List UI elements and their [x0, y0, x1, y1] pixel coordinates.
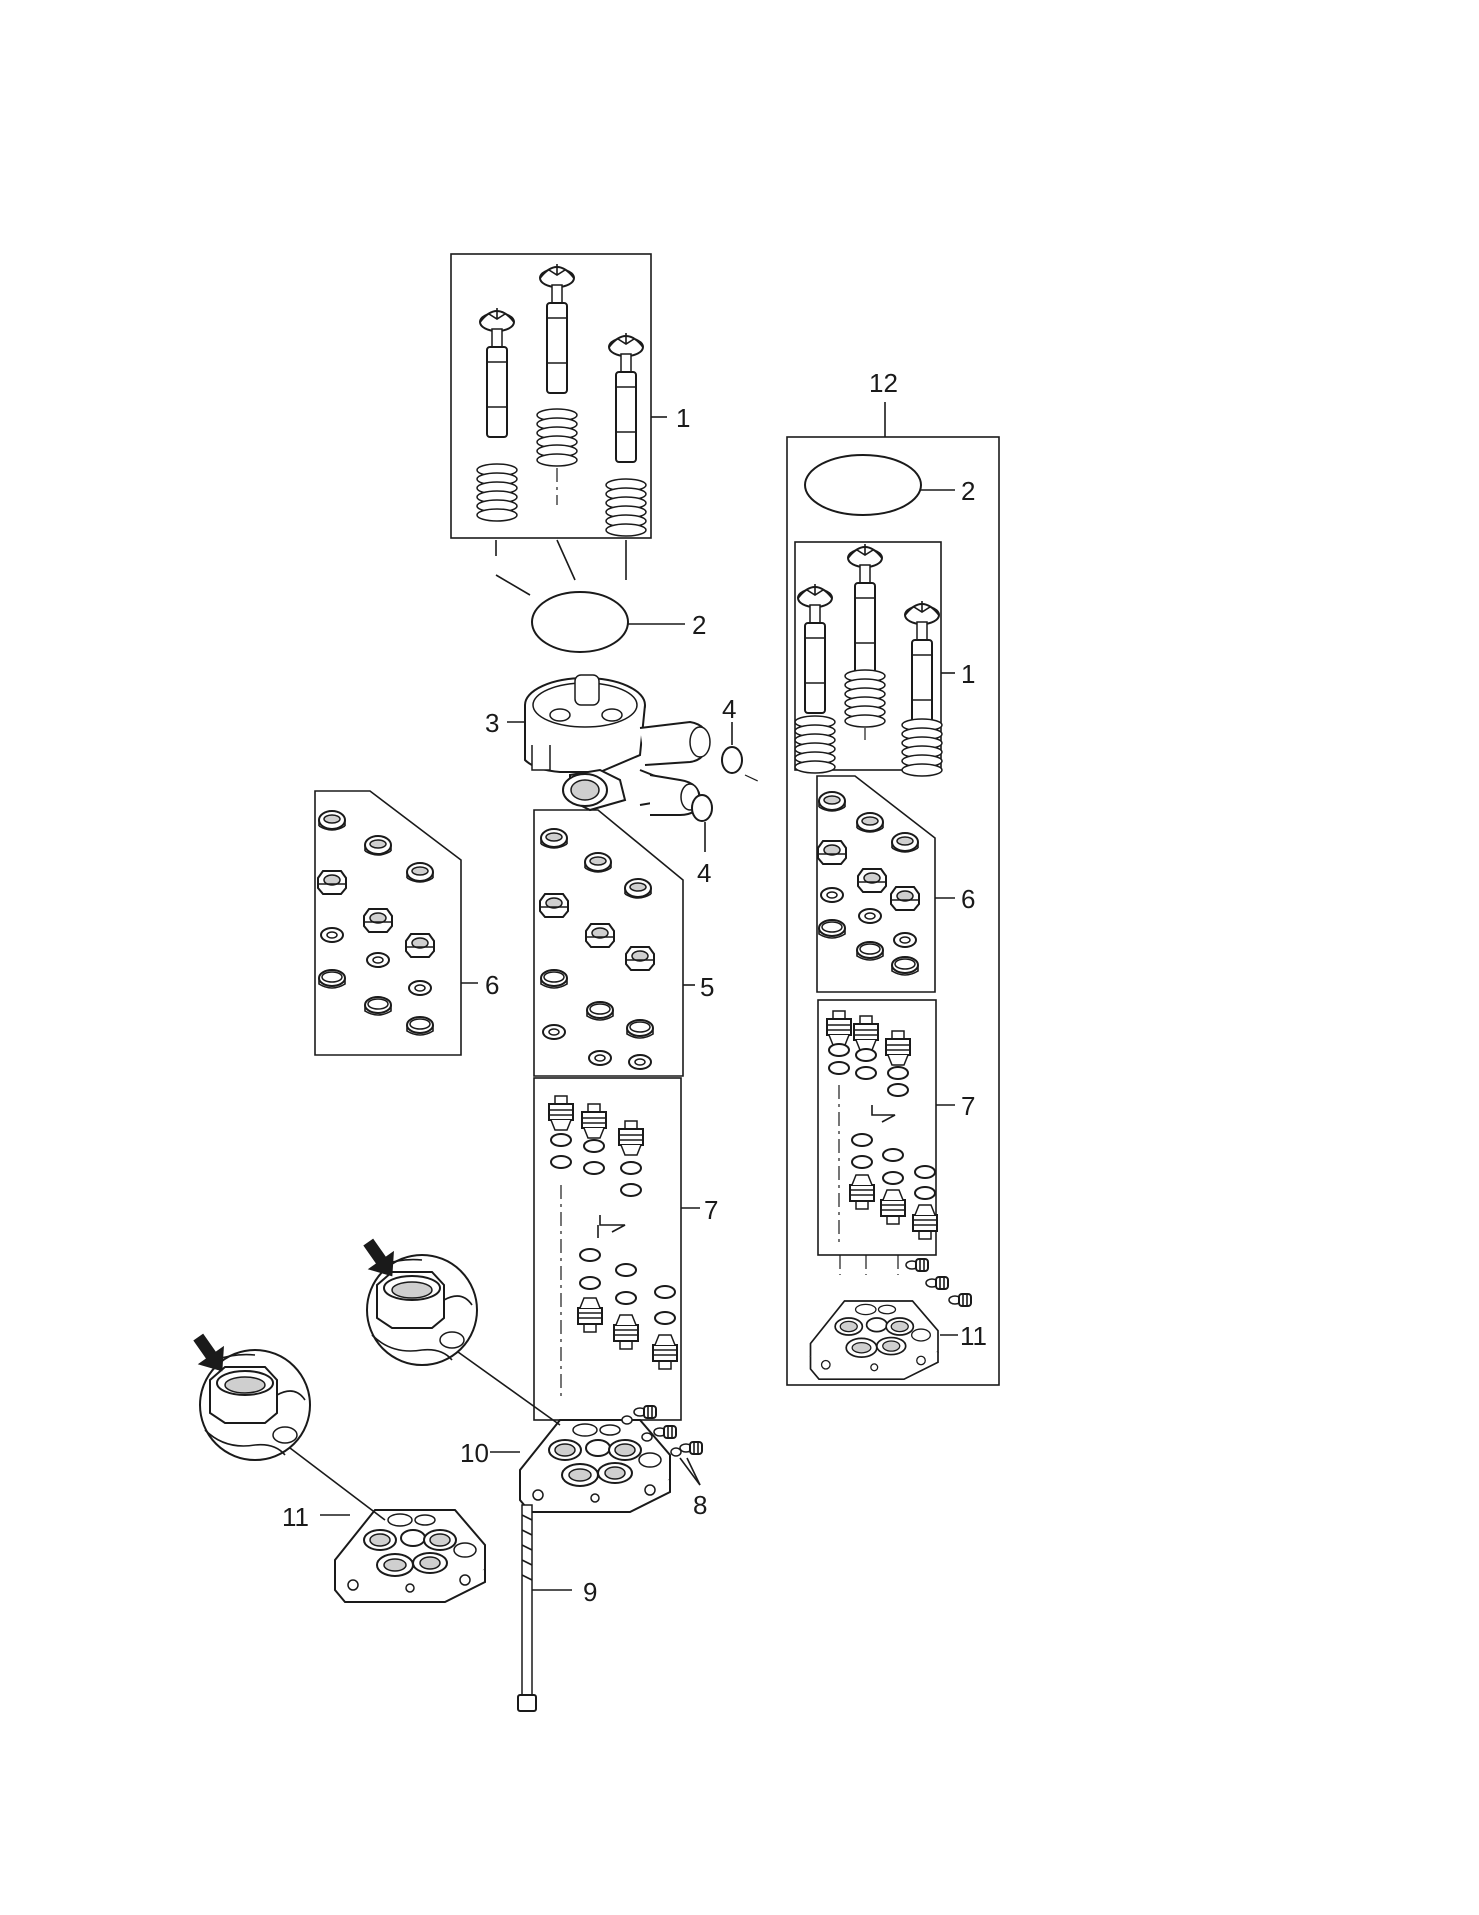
callout-5: 5 — [700, 972, 714, 1002]
seal-kit-6-left-box — [314, 790, 478, 1056]
seal-kit-5-box — [533, 809, 695, 1077]
callout-9: 9 — [583, 1577, 597, 1607]
callout-12: 12 — [869, 368, 898, 398]
callout-6-kit: 6 — [961, 884, 975, 914]
callout-6-left: 6 — [485, 970, 499, 1000]
detail-view-11 — [185, 1327, 386, 1521]
callout-3: 3 — [485, 708, 499, 738]
manifold-10 — [490, 1419, 671, 1513]
callout-2-kit: 2 — [961, 476, 975, 506]
callout-1-kit: 1 — [961, 659, 975, 689]
callout-2-top: 2 — [692, 610, 706, 640]
callout-11-kit: 11 — [960, 1321, 987, 1351]
piston-kit-box — [450, 253, 667, 539]
kit-12-box — [786, 436, 1000, 1386]
callout-11-left: 11 — [282, 1502, 309, 1532]
callout-10: 10 — [460, 1438, 489, 1468]
callout-1-top: 1 — [676, 403, 690, 433]
callout-4a: 4 — [722, 694, 736, 724]
bolt-9 — [517, 1504, 572, 1712]
plugs-8 — [621, 1405, 703, 1486]
callout-7-mid: 7 — [704, 1195, 718, 1225]
valve-kit-7-box — [533, 1077, 700, 1421]
callout-8: 8 — [693, 1490, 707, 1520]
manifold-11-left — [320, 1509, 486, 1603]
callout-4b: 4 — [697, 858, 711, 888]
pump-housing — [507, 674, 711, 816]
oring-4-pair — [691, 722, 761, 852]
oring-2-top — [531, 591, 685, 653]
detail-view-10 — [355, 1232, 561, 1426]
callout-7-kit: 7 — [961, 1091, 975, 1121]
